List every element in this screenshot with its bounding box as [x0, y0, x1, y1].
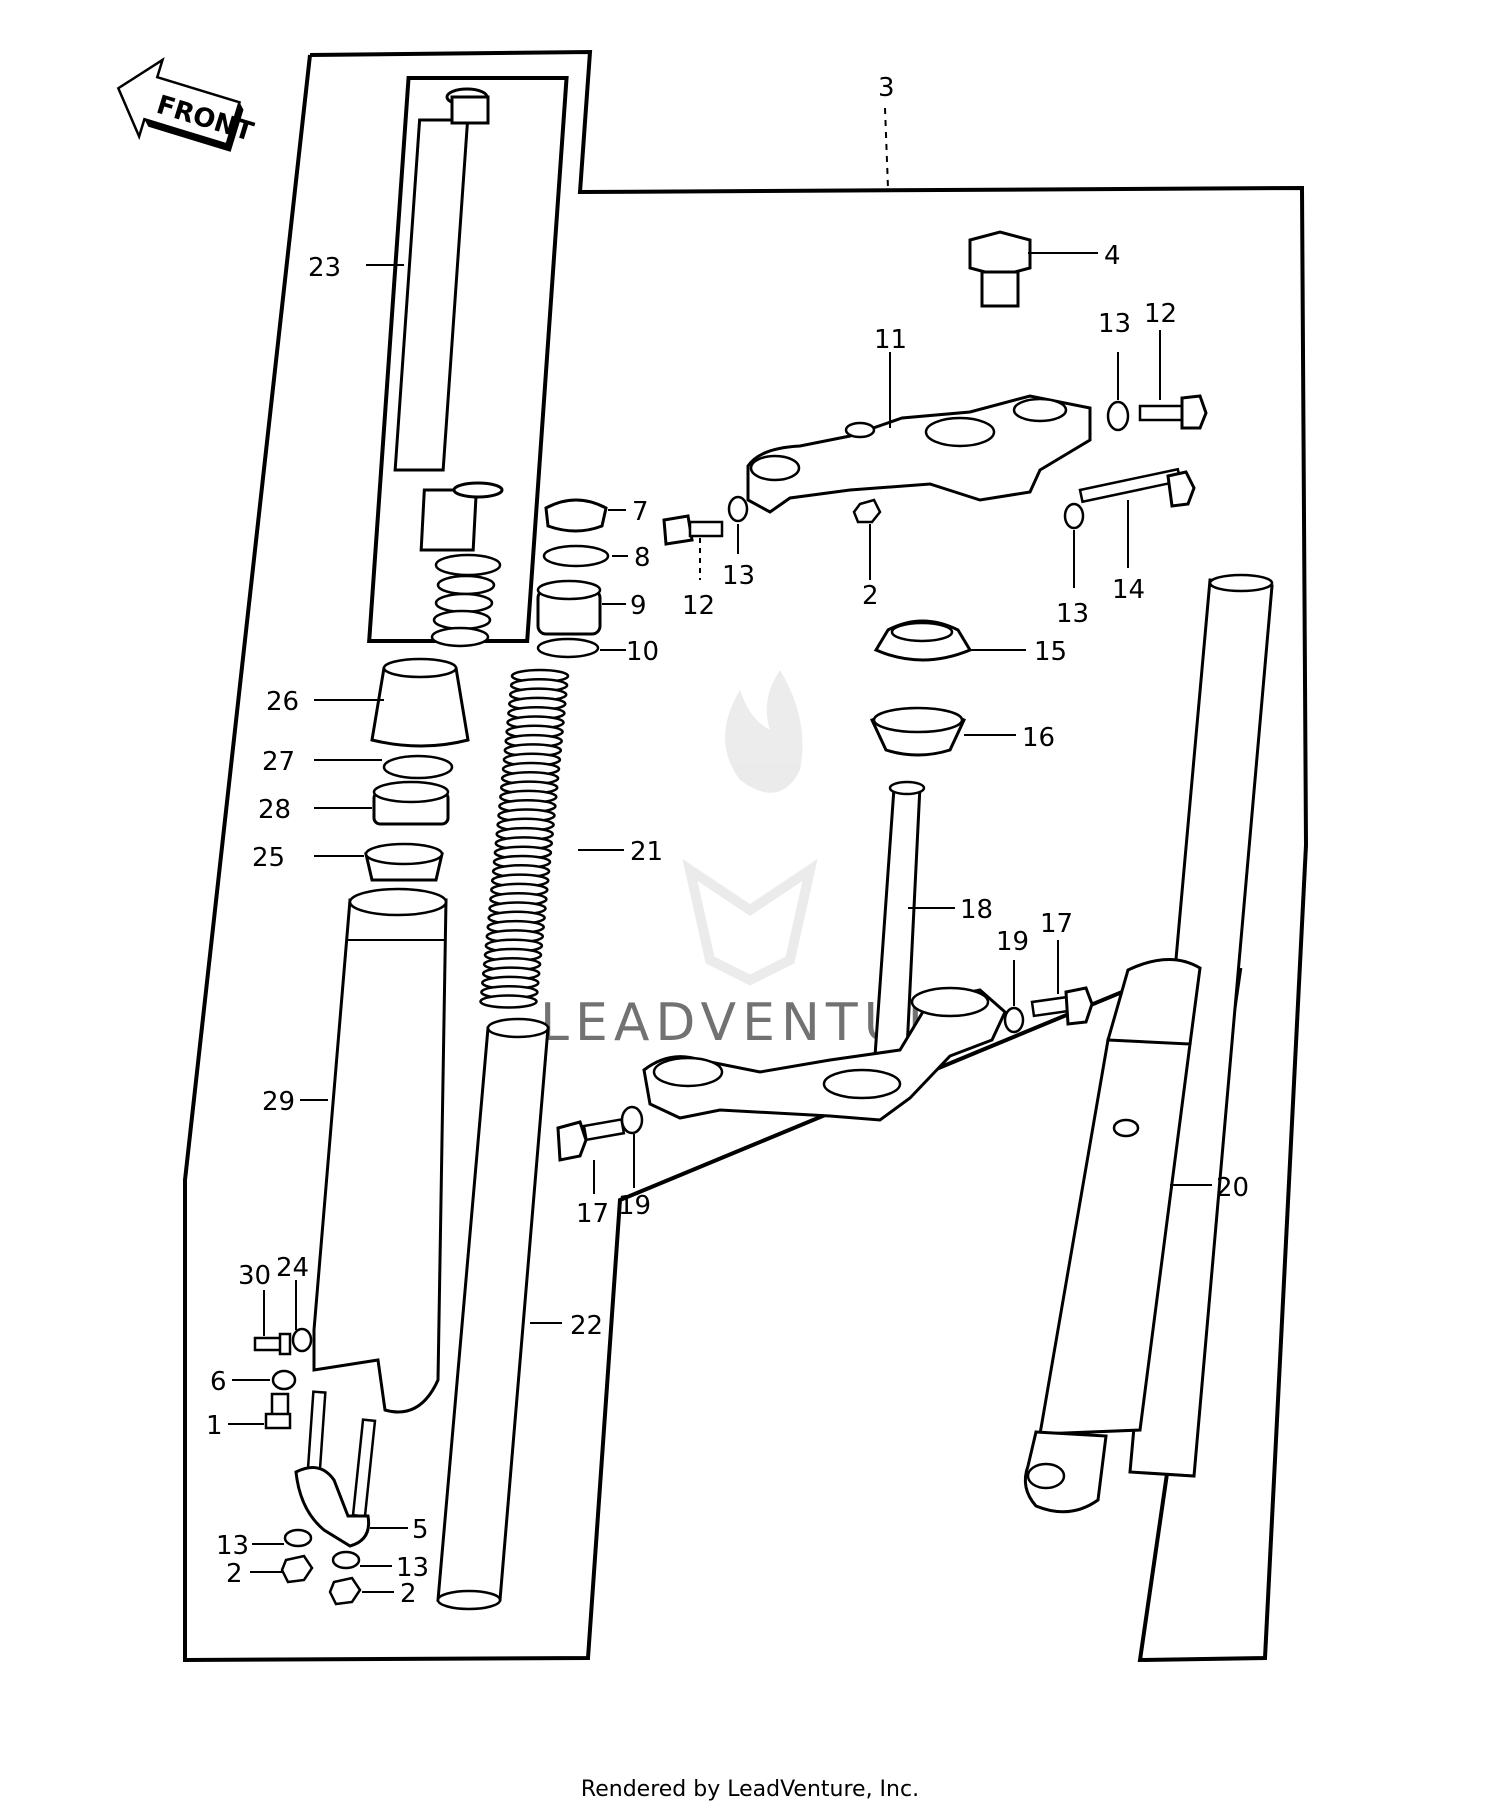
part-4-stem-nut: [968, 230, 1032, 308]
part-23-damper-kit: [393, 87, 504, 648]
label-11: 11: [874, 325, 907, 355]
label-21: 21: [630, 837, 663, 867]
stud-right: [351, 1418, 377, 1518]
part-10-o-ring: [536, 637, 600, 659]
label-8: 8: [634, 543, 651, 573]
label-29: 29: [262, 1087, 295, 1117]
label-24: 24: [276, 1253, 309, 1283]
label-4: 4: [1104, 241, 1121, 271]
label-12a: 12: [1144, 299, 1177, 329]
label-23: 23: [308, 253, 341, 283]
label-13d: 13: [216, 1531, 249, 1561]
label-17b: 17: [576, 1199, 609, 1229]
part-29-outer-tube-left: [312, 887, 448, 1414]
part-18-stem-lower-bracket: [642, 780, 1007, 1122]
label-10: 10: [626, 637, 659, 667]
part-26-dust-boot: [370, 657, 470, 748]
label-27: 27: [262, 747, 295, 777]
label-13a: 13: [1098, 309, 1131, 339]
part-30-screw: [253, 1332, 292, 1356]
label-1: 1: [206, 1411, 223, 1441]
part-25-oil-seal: [364, 842, 444, 882]
part-13-washer-right: [1063, 502, 1085, 530]
label-19b: 19: [618, 1191, 651, 1221]
part-13-washer-low-left: [283, 1528, 313, 1548]
part-27-circlip: [382, 754, 454, 780]
part-19-washer-left: [620, 1105, 644, 1135]
part-24-washer: [291, 1327, 313, 1353]
footer-credit: Rendered by LeadVenture, Inc.: [580, 1777, 920, 1802]
part-13-washer-left: [727, 495, 749, 523]
part-17-bolt-left: [556, 1117, 626, 1162]
label-17a: 17: [1040, 909, 1073, 939]
part-1-drain-screw: [264, 1392, 292, 1430]
label-2a: 2: [862, 581, 879, 611]
label-30: 30: [238, 1261, 271, 1291]
label-5: 5: [412, 1515, 429, 1545]
part-20-fork-leg-right: [1023, 573, 1274, 1514]
label-2c: 2: [400, 1579, 417, 1609]
part-6-washer: [271, 1369, 297, 1391]
label-16: 16: [1022, 723, 1055, 753]
part-16-bearing-race: [869, 706, 967, 757]
label-13e: 13: [396, 1553, 429, 1583]
part-12-bolt-upper-right: [1138, 394, 1208, 430]
label-9: 9: [630, 591, 647, 621]
watermark: LEADVENTURE: [540, 670, 983, 1053]
part-17-bolt-right: [1030, 986, 1094, 1026]
part-2-nut-low-right: [328, 1576, 362, 1606]
part-11-upper-bracket: [746, 394, 1092, 514]
spring-coil: [479, 994, 538, 1009]
part-14-long-bolt: [1078, 467, 1196, 508]
label-20: 20: [1216, 1173, 1249, 1203]
part-19-washer-right: [1003, 1006, 1025, 1034]
label-13c: 13: [1056, 599, 1089, 629]
label-3: 3: [878, 73, 895, 103]
part-2-nut-upper: [852, 498, 882, 524]
part-7-cap: [544, 498, 608, 533]
part-21-fork-spring: [479, 668, 570, 1009]
label-22: 22: [570, 1311, 603, 1341]
front-arrow-icon: FRONT: [116, 57, 257, 152]
part-2-nut-low-left: [280, 1554, 314, 1584]
label-25: 25: [252, 843, 285, 873]
label-6: 6: [210, 1367, 227, 1397]
part-22-inner-tube-left: [436, 1017, 550, 1611]
label-26: 26: [266, 687, 299, 717]
part-labels: 3 4 11 13 12 7 8 9 10 13 12 2 13 14 15 1…: [206, 73, 1249, 1609]
part-8-circlip: [542, 544, 610, 568]
part-13-washer-upper-right: [1106, 400, 1130, 432]
label-15: 15: [1034, 637, 1067, 667]
label-28: 28: [258, 795, 291, 825]
part-28-retainer: [372, 780, 450, 826]
label-13b: 13: [722, 561, 755, 591]
part-13-washer-low-right: [331, 1550, 361, 1570]
part-12-bolt-left: [662, 514, 724, 546]
label-7: 7: [632, 497, 649, 527]
label-12b: 12: [682, 591, 715, 621]
label-14: 14: [1112, 575, 1145, 605]
leader-lines: [228, 107, 1212, 1593]
part-5-axle-clamp: [294, 1466, 371, 1548]
label-19a: 19: [996, 927, 1029, 957]
part-15-bearing-cone: [873, 619, 973, 662]
label-18: 18: [960, 895, 993, 925]
label-2b: 2: [226, 1559, 243, 1589]
part-9-plug: [536, 579, 602, 636]
